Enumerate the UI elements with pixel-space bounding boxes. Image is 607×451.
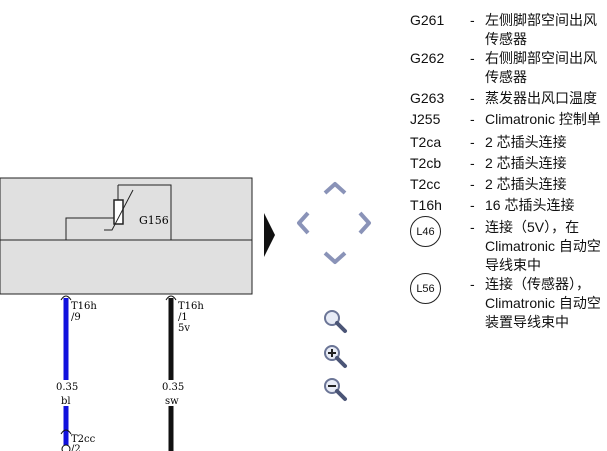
wire-right-gauge: 0.35 [162, 382, 184, 393]
zoom-in-icon[interactable] [322, 343, 348, 369]
panel-toggle-icon[interactable] [262, 213, 276, 257]
connection-badge-l56: L56 [410, 273, 441, 304]
connector-top-right-pin: /1 [178, 312, 188, 323]
legend-panel: G261 - 左侧脚部空间出风 传感器 G262 - 右侧脚部空间出风 传感器 … [410, 12, 601, 330]
connector-top-left-name: T16h [71, 301, 97, 312]
connector-bottom-left-name: T2cc [71, 434, 96, 445]
connection-badge-l46: L46 [410, 216, 441, 247]
wire-left-label-bg [54, 380, 78, 406]
arrow-left-icon[interactable] [295, 210, 311, 236]
component-housing [0, 177, 253, 295]
arrow-up-icon[interactable] [322, 180, 348, 196]
wire-left-color-code: bl [61, 396, 71, 407]
zoom-out-icon[interactable] [322, 376, 348, 402]
wire-right-label-bg [159, 380, 183, 406]
wire-left-gauge: 0.35 [56, 382, 78, 393]
connector-marker-top-left [60, 295, 72, 301]
arrow-right-icon[interactable] [357, 210, 373, 236]
arrow-down-icon[interactable] [322, 250, 348, 266]
wiring-diagram: G156 T16h /9 T16h /1 5v 0.35 bl 0.35 sw … [0, 177, 253, 451]
connector-top-left-pin: /9 [71, 312, 81, 323]
zoom-fit-icon[interactable] [322, 308, 348, 334]
connector-top-right-name: T16h [178, 301, 204, 312]
connector-top-right-voltage: 5v [178, 323, 190, 334]
component-code-label: G156 [139, 214, 169, 227]
connector-marker-top-right [165, 295, 177, 301]
connector-marker-bottom-left [60, 429, 72, 451]
connector-bottom-left-pin: /2 [71, 444, 81, 451]
wire-right-color-code: sw [165, 396, 179, 407]
temperature-sensor-symbol [65, 184, 172, 240]
